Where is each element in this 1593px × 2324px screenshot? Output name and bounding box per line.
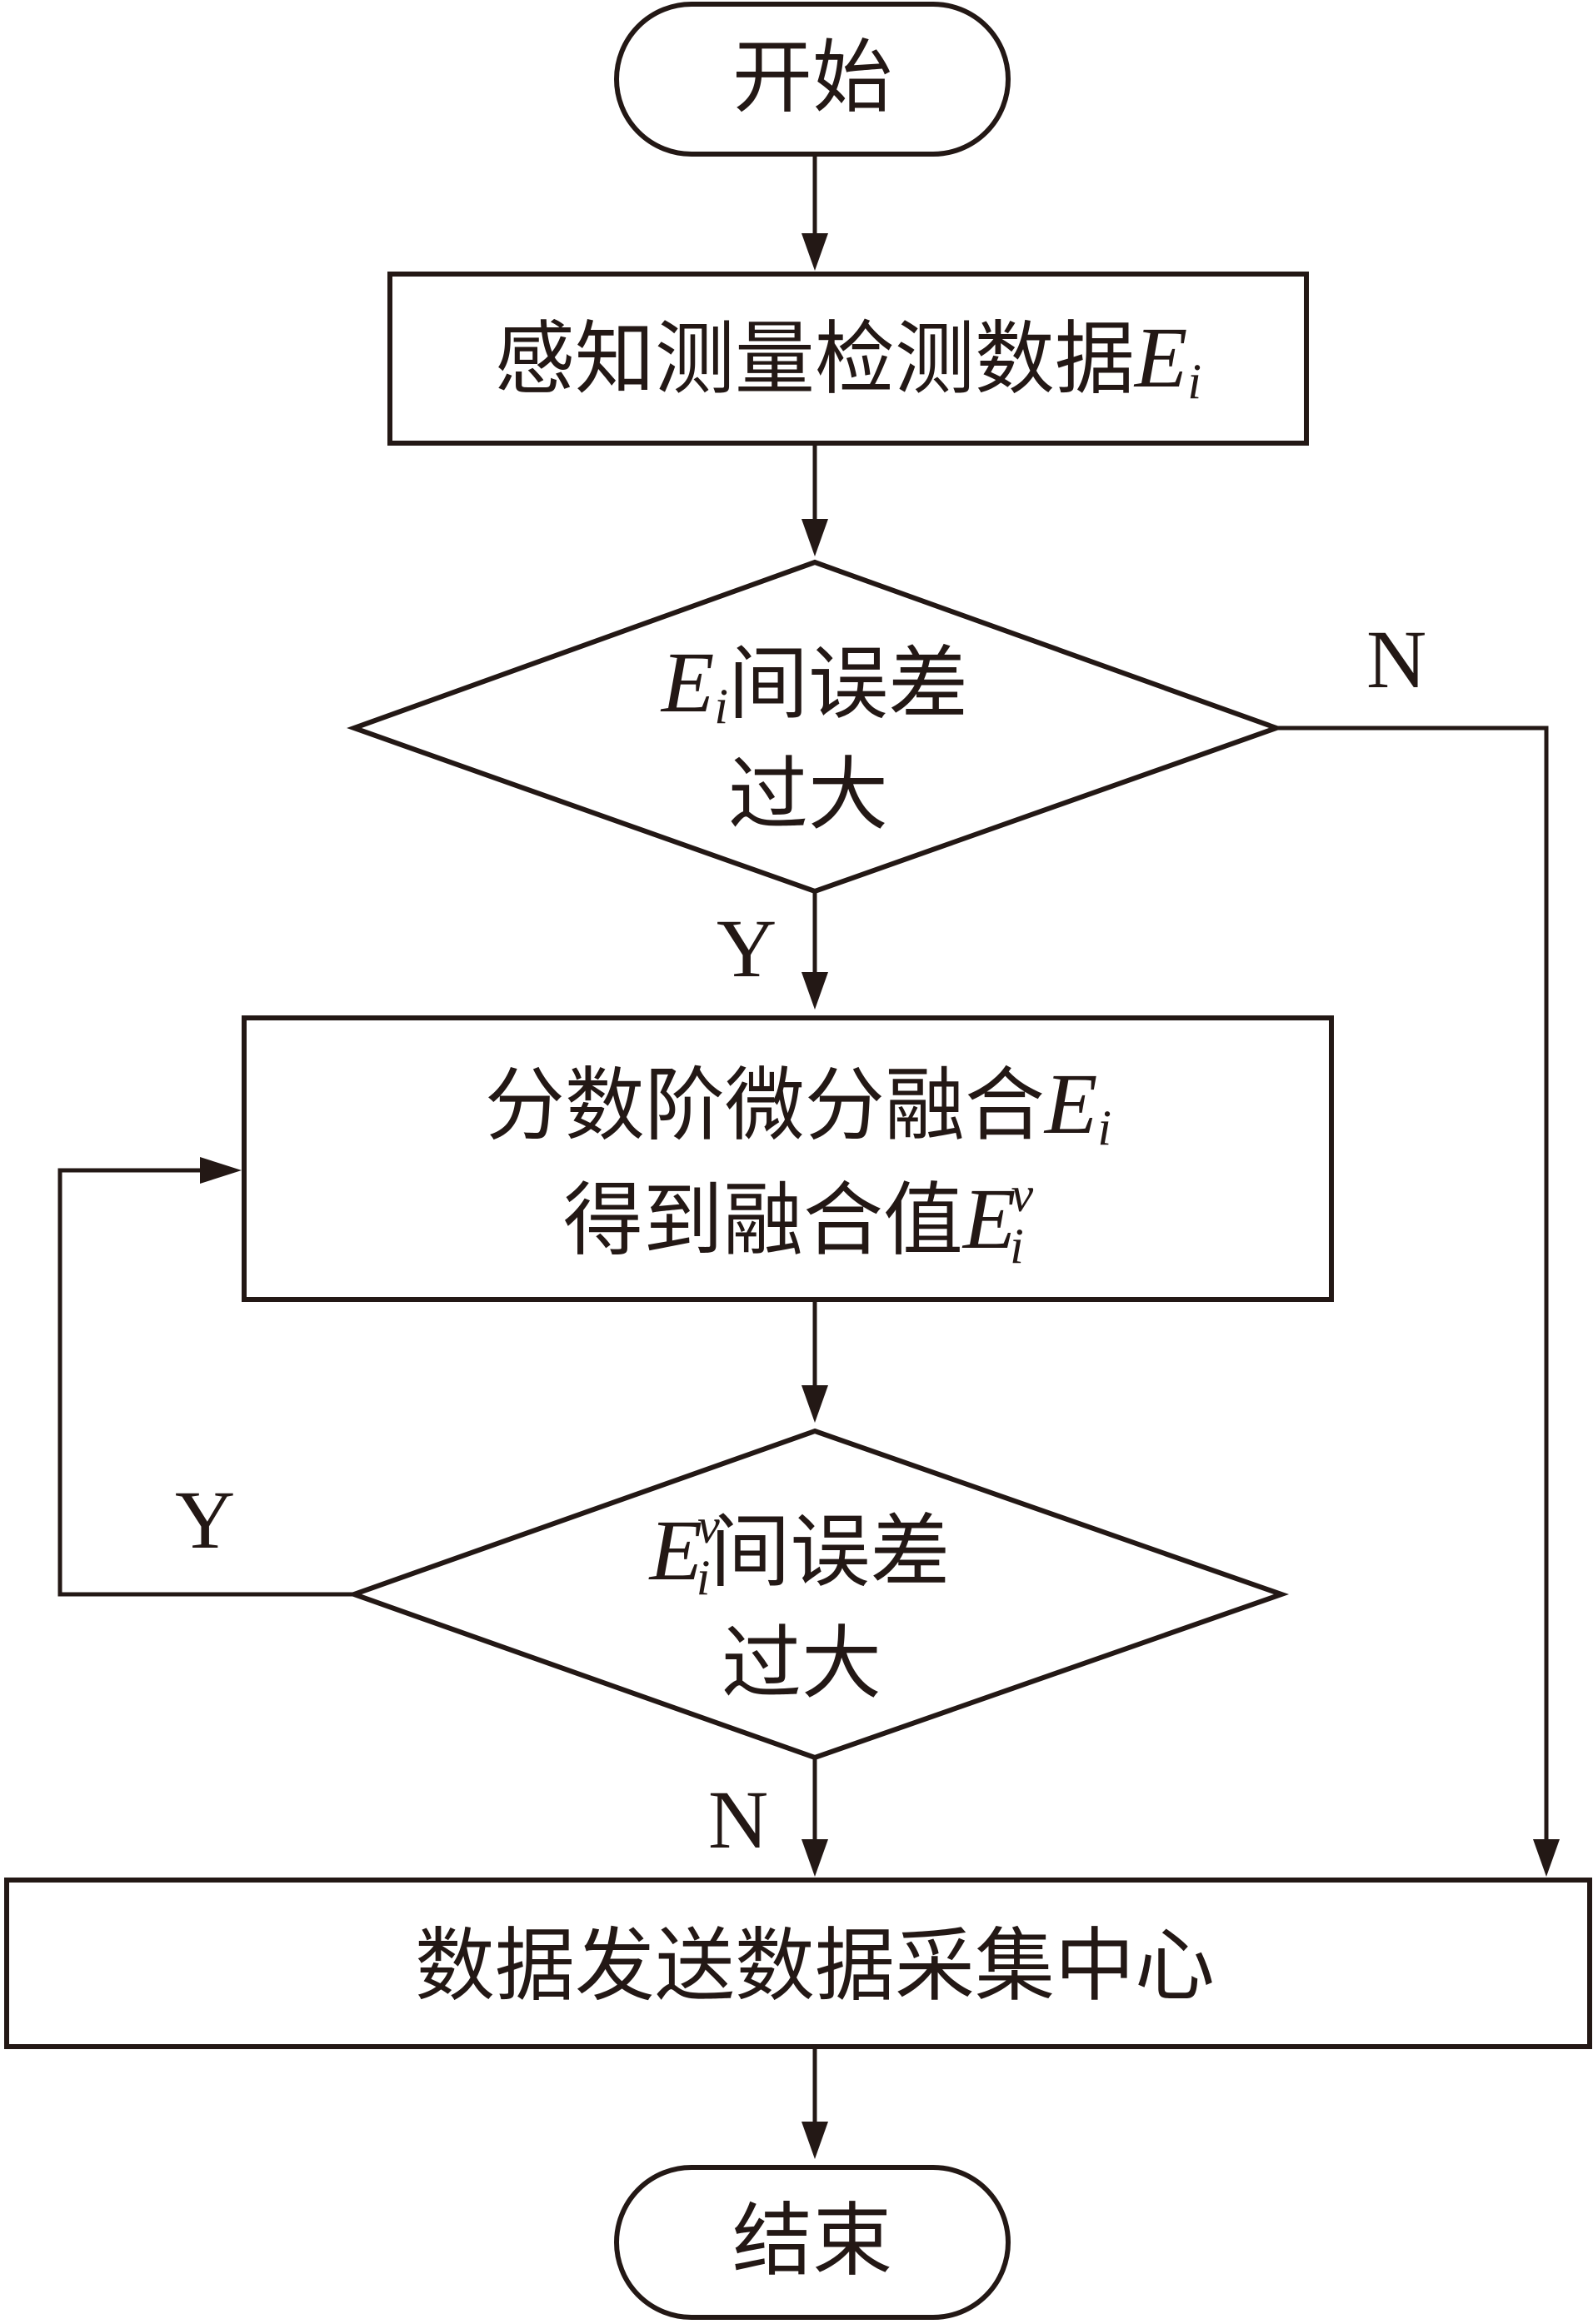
arrow-head [801, 1839, 828, 1877]
fusion-line1: 分数阶微分融合Ei [485, 1056, 1111, 1155]
label-check1-yes: Y [717, 902, 777, 995]
decision-1-line2: 过大 [728, 748, 888, 841]
sense-process: 感知测量检测数据Ei [387, 272, 1309, 446]
arrow-head [200, 1157, 242, 1184]
edge-check1-no-bypass [1276, 726, 1549, 1843]
sense-label: 感知测量检测数据Ei [495, 310, 1201, 409]
edge-check2-yes-loop [57, 1168, 354, 1597]
send-label: 数据发送数据采集中心 [415, 1919, 1215, 2012]
end-label: 结束 [732, 2194, 892, 2287]
decision-error-check-1: Ei间误差 过大 [347, 559, 1284, 895]
decision-2-line2: 过大 [722, 1617, 881, 1710]
connectors [57, 157, 1560, 2159]
arrow-head [801, 972, 828, 1010]
arrow-head [801, 233, 828, 271]
label-check2-no: N [708, 1773, 768, 1866]
label-check1-no: N [1366, 613, 1426, 706]
arrow-head [801, 519, 828, 556]
start-terminal: 开始 [614, 2, 1011, 157]
start-label: 开始 [732, 31, 892, 124]
arrow-head [801, 2122, 828, 2159]
arrow-head [801, 1385, 828, 1423]
send-process: 数据发送数据采集中心 [4, 1878, 1592, 2049]
decision-1-line1: Ei间误差 [660, 635, 968, 734]
end-terminal: 结束 [614, 2165, 1011, 2320]
arrow-head [1533, 1839, 1560, 1877]
label-check2-yes: Y [175, 1474, 235, 1566]
